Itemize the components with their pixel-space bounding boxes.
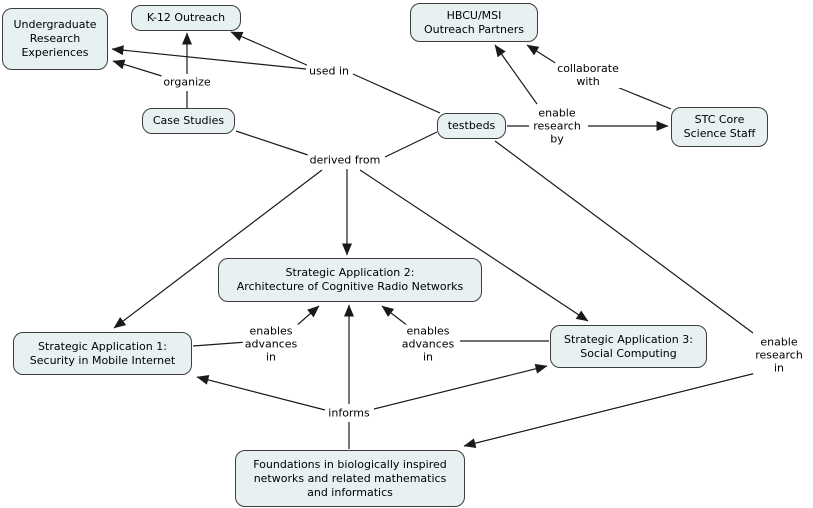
- concept-stc-core-science-staff[interactable]: STC Core Science Staff: [671, 107, 768, 147]
- arrow-used-in-to-undergrad-research: [111, 45, 307, 70]
- line-testbeds-to-enable-research-in: [494, 140, 754, 334]
- line-case-studies-to-derived-from: [235, 130, 309, 156]
- concept-case-studies[interactable]: Case Studies: [142, 108, 235, 134]
- concept-strategic-application-2[interactable]: Strategic Application 2: Architecture of…: [218, 258, 482, 302]
- arrow-enables-advances-right-to-sa2: [381, 305, 409, 327]
- linking-phrase-informs[interactable]: informs: [326, 406, 372, 420]
- concept-strategic-application-3[interactable]: Strategic Application 3: Social Computin…: [550, 325, 707, 368]
- concept-testbeds[interactable]: testbeds: [437, 113, 506, 139]
- arrow-informs-to-sa3: [373, 363, 548, 410]
- concept-foundations-bio-inspired-networks[interactable]: Foundations in biologically inspired net…: [235, 450, 465, 507]
- linking-phrase-used-in[interactable]: used in: [307, 64, 351, 78]
- arrow-organize-to-undergrad-research: [112, 59, 166, 78]
- arrow-enables-advances-left-to-sa2: [294, 305, 320, 328]
- linking-phrase-derived-from[interactable]: derived from: [307, 153, 383, 167]
- arrow-derived-from-to-sa3: [359, 169, 589, 322]
- line-sa1-to-enables-advances-left: [192, 341, 248, 347]
- arrow-used-in-to-k12-outreach: [230, 31, 310, 67]
- arrow-enable-research-in-to-foundations: [463, 372, 757, 449]
- line-testbeds-to-derived-from: [384, 131, 438, 158]
- linking-phrase-enables-advances-in-left[interactable]: enables advances in: [242, 324, 300, 364]
- linking-phrase-enable-research-by[interactable]: enable research by: [531, 106, 583, 146]
- arrow-derived-from-to-sa1: [113, 169, 323, 329]
- arrow-enable-research-by-to-hbcu-msi: [494, 44, 538, 105]
- concept-strategic-application-1[interactable]: Strategic Application 1: Security in Mob…: [13, 332, 192, 375]
- arrow-informs-to-sa1: [196, 375, 326, 411]
- concept-undergraduate-research-experiences[interactable]: Undergraduate Research Experiences: [2, 8, 108, 70]
- concept-k12-outreach[interactable]: K-12 Outreach: [131, 5, 241, 31]
- concept-hbcu-msi-outreach-partners[interactable]: HBCU/MSI Outreach Partners: [410, 3, 538, 42]
- line-testbeds-to-used-in: [352, 73, 441, 114]
- line-stc-core-to-collaborate-with: [616, 86, 672, 110]
- linking-phrase-enable-research-in[interactable]: enable research in: [753, 335, 805, 375]
- linking-phrase-organize[interactable]: organize: [161, 75, 213, 89]
- linking-phrase-collaborate-with[interactable]: collaborate with: [555, 62, 621, 88]
- linking-phrase-enables-advances-in-right[interactable]: enables advances in: [399, 324, 457, 364]
- arrow-collaborate-with-to-hbcu-msi: [526, 44, 558, 65]
